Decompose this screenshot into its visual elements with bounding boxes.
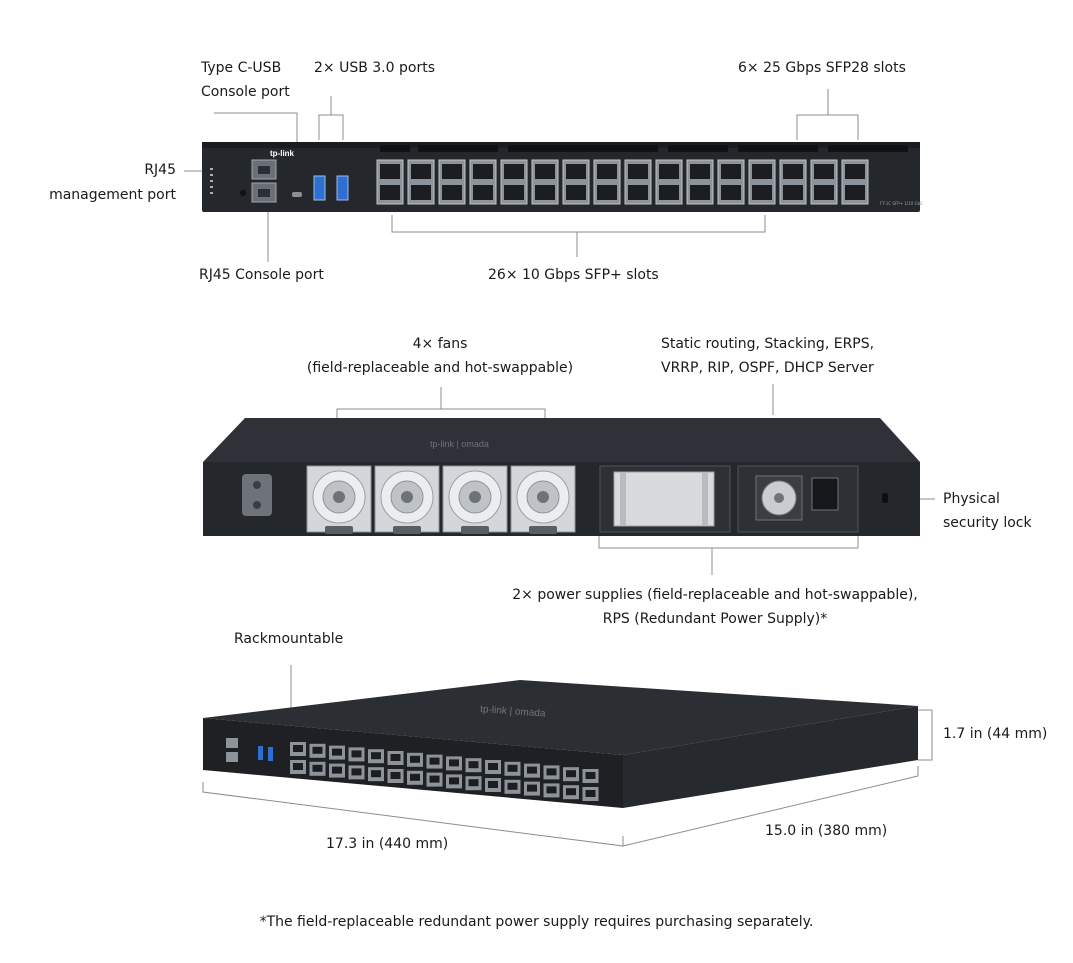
iso-sfp-column	[504, 761, 521, 794]
usb-ports-label: 2× USB 3.0 ports	[314, 60, 435, 76]
rear-chassis-face	[203, 462, 920, 536]
sfp-port-grid	[376, 159, 869, 205]
fan-module	[374, 465, 440, 534]
sfp-cage-column	[500, 159, 528, 205]
rj45-mgmt-label-line1: RJ45	[144, 162, 176, 178]
fans-label-line2: (field-replaceable and hot-swappable)	[306, 360, 574, 376]
iso-sfp-column	[563, 767, 579, 800]
width-label: 17.3 in (440 mm)	[326, 836, 449, 852]
type-c-label-line1: Type C-USB	[201, 60, 282, 76]
psu-fan-icon	[761, 480, 797, 516]
model-text: FT-1C SFP+ 1/10 GbE	[880, 201, 923, 206]
iso-sfp-column	[524, 763, 540, 796]
iso-sfp-column	[446, 756, 462, 789]
iso-sfp-column	[426, 754, 443, 787]
power-label-line2: RPS (Redundant Power Supply)*	[602, 611, 828, 627]
iso-chassis-front	[203, 718, 623, 808]
lock-label-line2: security lock	[943, 515, 1032, 531]
svg-text:tp-link | omada: tp-link | omada	[430, 439, 489, 449]
fan-module	[510, 465, 576, 534]
iso-sfp-column	[348, 747, 365, 780]
iso-sfp-column	[485, 760, 501, 792]
rackmountable-label: Rackmountable	[234, 631, 344, 647]
sfp-cage-column	[562, 159, 590, 205]
sfp-cage-column	[810, 159, 838, 205]
fans-label-line1: 4× fans	[412, 336, 468, 352]
tp-link-logo: tp-link	[270, 149, 295, 158]
sfp-cage-column	[593, 159, 621, 205]
iso-sfp-column	[543, 765, 560, 798]
iso-sfp-column	[368, 749, 384, 782]
usb-port-2	[336, 175, 349, 201]
usb-port-1	[313, 175, 326, 201]
front-vent-stripes	[380, 145, 908, 152]
iso-port-grid	[290, 742, 599, 801]
sfp28-label: 6× 25 Gbps SFP28 slots	[738, 60, 906, 76]
rear-chassis-top	[203, 418, 920, 462]
psu-module	[737, 465, 859, 533]
sfp-cage-column	[376, 159, 404, 205]
iso-callout-lines	[202, 665, 933, 847]
iso-sfp-column	[290, 742, 306, 774]
sfp-cage-column	[779, 159, 807, 205]
sfp-cage-column	[438, 159, 466, 205]
features-label-line2: VRRP, RIP, OSPF, DHCP Server	[661, 360, 874, 376]
sfp-cage-column	[655, 159, 683, 205]
iso-sfp-column	[329, 745, 345, 778]
psu-blank-slot	[599, 465, 731, 533]
iso-chassis-side	[623, 706, 918, 808]
features-label-line1: Static routing, Stacking, ERPS,	[661, 336, 875, 352]
sfp-cage-column	[531, 159, 559, 205]
sfp-cage-column	[624, 159, 652, 205]
footnote: *The field-replaceable redundant power s…	[259, 914, 814, 930]
sfp-cage-column	[748, 159, 776, 205]
front-panel-illustration: tp-link FT-1C SFP+ 1/10 GbE	[184, 89, 923, 262]
sfp-cage-column	[686, 159, 714, 205]
security-lock-slot	[882, 493, 888, 503]
power-inlet	[811, 477, 839, 511]
power-label-line1: 2× power supplies (field-replaceable and…	[512, 587, 918, 603]
sfp-cage-column	[407, 159, 435, 205]
sfp-cage-column	[717, 159, 745, 205]
depth-label: 15.0 in (380 mm)	[765, 823, 888, 839]
iso-sfp-column	[309, 743, 326, 776]
fan-module	[442, 465, 508, 534]
svg-text:tp-link | omada: tp-link | omada	[480, 704, 546, 720]
iso-sfp-column	[387, 751, 404, 783]
type-c-label-line2: Console port	[201, 84, 290, 100]
sfp-cage-column	[841, 159, 869, 205]
rj45-mgmt-label-line2: management port	[49, 187, 176, 203]
sfp-cage-column	[469, 159, 497, 205]
type-c-console-port	[292, 192, 302, 197]
fan-module	[306, 465, 372, 534]
iso-chassis-top	[203, 680, 918, 755]
status-leds	[210, 168, 246, 196]
height-label: 1.7 in (44 mm)	[943, 726, 1048, 742]
iso-sfp-column	[465, 758, 482, 791]
lock-label-line1: Physical	[943, 491, 1000, 507]
rear-callout-lines	[336, 384, 935, 575]
fan-modules	[306, 465, 576, 534]
rj45-console-label: RJ45 Console port	[199, 267, 324, 283]
iso-sfp-column	[407, 752, 423, 785]
ground-plate	[242, 474, 272, 516]
iso-sfp-column	[582, 769, 599, 801]
sfp-plus-label: 26× 10 Gbps SFP+ slots	[488, 267, 659, 283]
